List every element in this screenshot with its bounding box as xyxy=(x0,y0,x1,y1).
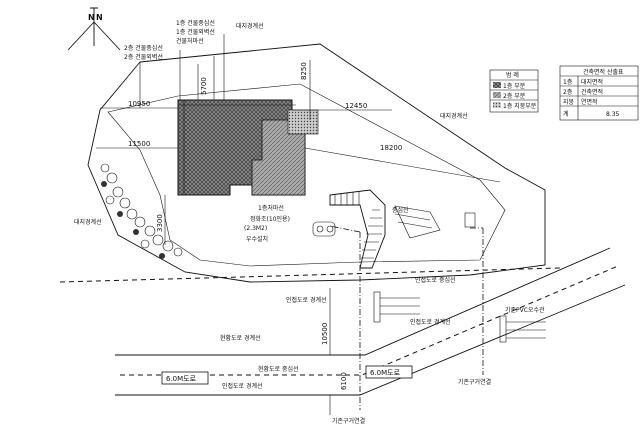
label-boundary-left: 대지경계선 xyxy=(74,218,102,226)
area-row-2-label: 2층 xyxy=(563,88,573,96)
area-table: 건축면적 산출표 1층 대지면적 2층 건축면적 지붕 연면적 계 8.35 xyxy=(559,65,639,121)
label-road-boundary-2: 인접도로 경계선 xyxy=(410,318,451,326)
area-total: 8.35 xyxy=(606,111,620,118)
label-eaves-note: 1층처마선 xyxy=(258,204,284,212)
road-box-left xyxy=(161,371,209,385)
label-c5: 2층 건물외벽선 xyxy=(124,53,163,61)
road-box-right xyxy=(365,365,413,379)
dim-top-left: 10950 xyxy=(128,100,150,108)
label-road-center-2: 현황도로 중심선 xyxy=(258,365,299,373)
label-bottom-right: 기존구거연결 xyxy=(458,378,491,386)
label-septic-1: 정화조(10인용) xyxy=(250,216,290,223)
site-boundary xyxy=(87,43,546,283)
septic-tank xyxy=(312,221,336,237)
label-septic-3: 우수설치 xyxy=(246,235,268,243)
area-row-2-value: 건축면적 xyxy=(581,88,603,96)
stairs xyxy=(329,189,441,269)
dim-mid-right: 12450 xyxy=(345,102,367,110)
area-row-4-label: 계 xyxy=(563,110,569,118)
legend-row-3: 1층 지붕부분 xyxy=(503,102,537,110)
dim-vert-bottom: 6100 xyxy=(340,372,348,390)
dim-mid-left: 11500 xyxy=(128,140,150,148)
area-row-3-value: 연면적 xyxy=(581,98,598,106)
building-roof-part xyxy=(287,109,319,135)
legend: 범 례 1층 부분 2층 부분 1층 지붕부분 xyxy=(489,69,539,113)
trees xyxy=(100,163,183,259)
legend-title: 범 례 xyxy=(506,71,519,79)
dim-vert-top1: 5700 xyxy=(200,77,208,95)
dim-vert-left: 3300 xyxy=(156,214,164,232)
north-label: N xyxy=(88,13,95,22)
label-c2: 1층 건물외벽선 xyxy=(176,28,215,36)
area-row-1-label: 1층 xyxy=(563,78,573,86)
label-c4: 2층 건물중심선 xyxy=(124,44,163,52)
label-boundary-right: 대지경계선 xyxy=(440,112,468,120)
label-boundary-top: 대지경계선 xyxy=(236,22,264,30)
label-road-boundary-1: 인접도로 경계선 xyxy=(286,296,327,304)
label-c1: 1층 건물중심선 xyxy=(176,19,215,27)
label-septic-2: (2.3M2) xyxy=(244,225,267,232)
area-row-1-value: 대지면적 xyxy=(581,78,603,86)
pipe-spec-right xyxy=(499,315,546,343)
label-right-cl: 중심선 xyxy=(392,206,409,214)
dim-right: 18200 xyxy=(380,144,402,152)
legend-row-1: 1층 부분 xyxy=(503,82,526,90)
road-centerline-1 xyxy=(59,267,561,283)
label-pipe-right-1: 기존PVC오수관 xyxy=(505,306,545,314)
roads xyxy=(115,247,626,415)
dim-vert-mid: 10500 xyxy=(321,323,329,345)
area-table-title: 건축면적 산출표 xyxy=(583,68,624,76)
label-road-boundary-3: 현황도로 경계선 xyxy=(220,334,261,342)
legend-row-2: 2층 부분 xyxy=(503,92,526,100)
tank-right xyxy=(464,212,476,228)
label-bottom-mid: 기존구거연결 xyxy=(332,417,365,425)
label-road-boundary-4: 인접도로 경계선 xyxy=(222,382,263,390)
pipe-spec-left xyxy=(373,291,420,323)
north-label-2: N xyxy=(96,13,103,22)
label-road-center-1: 인접도로 중심선 xyxy=(415,276,456,284)
area-row-3-label: 지붕 xyxy=(563,98,575,106)
road-label-left: 6.0M도로 xyxy=(166,375,197,383)
north-arrow: N N xyxy=(67,7,121,51)
dim-vert-top2: 8250 xyxy=(300,62,308,80)
road-label-right: 6.0M도로 xyxy=(370,369,401,377)
label-c3: 건물처마선 xyxy=(176,37,204,45)
